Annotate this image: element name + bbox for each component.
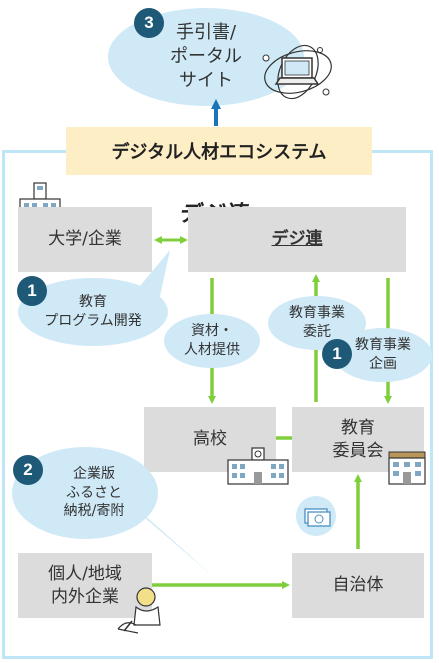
digiren-label: デジ連	[271, 229, 323, 250]
materials-bubble: 資材・ 人材提供	[164, 314, 260, 368]
furusato-line-2: ふるさと	[66, 484, 122, 501]
municipality-node: 自治体	[292, 553, 424, 618]
education-program-line-1: 教育	[79, 294, 107, 311]
commission-bubble: 教育事業 委託	[268, 296, 366, 350]
individuals-node: 個人/地域 内外企業	[18, 553, 152, 618]
furusato-bubble: 企業版 ふるさと 納税/寄附	[12, 447, 158, 539]
banner-title: デジタル人材エコシステム	[111, 142, 327, 163]
materials-line-1: 資材・	[191, 323, 233, 340]
office-building-icon	[388, 451, 426, 485]
person-writing-icon	[117, 587, 161, 634]
individuals-label-line-1: 個人/地域	[48, 563, 122, 584]
university-company-node: 大学/企業	[18, 207, 152, 272]
education-program-line-2: プログラム開発	[44, 313, 142, 329]
board-label-line-1: 教育	[341, 417, 375, 438]
laptop-globe-icon	[262, 44, 332, 100]
commission-line-2: 委託	[303, 324, 331, 340]
materials-line-2: 人材提供	[184, 342, 240, 358]
board-label-line-2: 委員会	[332, 440, 384, 461]
furusato-line-3: 納税/寄附	[63, 503, 125, 520]
money-icon	[296, 496, 336, 536]
portal-label-line-1: 手引書/	[175, 21, 237, 43]
portal-label-line-2: ポータル	[170, 45, 242, 67]
planning-line-1: 教育事業	[355, 337, 411, 354]
ecosystem-banner: デジタル人材エコシステム	[66, 127, 372, 175]
school-building-icon	[227, 447, 289, 485]
step-1-badge-planning: 1	[322, 339, 352, 369]
portal-label-line-3: サイト	[179, 70, 233, 92]
step-2-badge: 2	[13, 455, 43, 485]
university-company-label: 大学/企業	[48, 229, 122, 250]
municipality-label: 自治体	[332, 575, 384, 596]
commission-line-1: 教育事業	[289, 305, 345, 322]
high-school-label: 高校	[193, 429, 227, 450]
step-3-badge: 3	[134, 8, 164, 38]
individuals-label-line-2: 内外企業	[50, 586, 119, 607]
planning-line-2: 企画	[369, 356, 397, 372]
step-1-badge-program: 1	[17, 276, 47, 306]
furusato-line-1: 企業版	[73, 465, 115, 482]
digiren-node: デジ連	[188, 207, 406, 272]
